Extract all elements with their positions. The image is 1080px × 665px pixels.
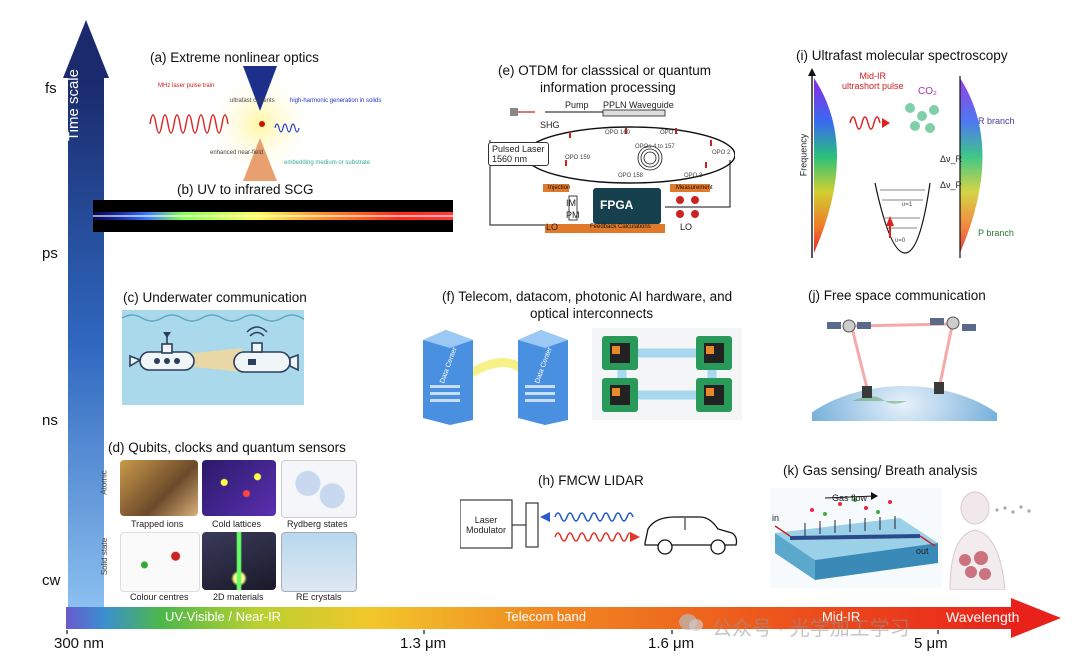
tick-ns: ns <box>42 412 58 429</box>
panel-e-opo-mid: OPOs 4 to 157 <box>635 144 675 150</box>
panel-d-cold-lattices-image <box>202 460 276 516</box>
panel-d-rydberg-image <box>281 460 357 518</box>
panel-d-item-trapped-ions: Trapped ions <box>131 519 184 529</box>
panel-k-title: (k) Gas sensing/ Breath analysis <box>783 463 978 478</box>
panel-d-item-2d-materials: 2D materials <box>213 592 264 602</box>
panel-j-title: (j) Free space communication <box>808 288 986 303</box>
tick-300nm: 300 nm <box>54 635 105 652</box>
panel-e-title-2: information processing <box>540 80 676 95</box>
panel-d-row-atomic: Atomic <box>99 470 109 495</box>
panel-a-label-pulse: MHz laser pulse train <box>158 83 215 89</box>
panel-d-item-cold-lattices: Cold lattices <box>212 519 262 529</box>
panel-f-datacenters <box>418 330 578 425</box>
panel-k-waveguide-sensor <box>770 488 942 588</box>
panel-c-title: (c) Underwater communication <box>123 290 307 305</box>
panel-e-pump: Pump <box>565 100 589 110</box>
panel-e-opo-159: OPO 159 <box>565 155 591 161</box>
x-axis-label: Wavelength <box>946 609 1020 625</box>
panel-i-dv-r: Δν_R <box>940 154 963 164</box>
tick-fs: fs <box>45 80 57 97</box>
panel-e-pm: PM <box>566 210 580 220</box>
panel-i-v1: υ=1 <box>902 202 913 208</box>
panel-i-frequency: Frequency <box>798 133 809 177</box>
panel-i-p-branch: P branch <box>978 228 1014 238</box>
panel-e-im: IM <box>566 198 576 208</box>
panel-e-opo-3: OPO 3 <box>684 173 703 179</box>
tick-5um: 5 μm <box>914 635 948 652</box>
panel-d-2d-materials-image <box>202 532 276 590</box>
panel-a-label-medium: embedding medium or substrate <box>284 160 371 166</box>
panel-e-lo-left: LO <box>546 222 559 232</box>
panel-a-label-hhg: high-harmonic generation in solids <box>290 98 382 104</box>
panel-e-otdm-schematic <box>485 100 736 235</box>
panel-k-in: in <box>772 513 780 523</box>
panel-h-lidar <box>459 495 740 567</box>
watermark-text: 公众号 · 光学加工学习 <box>712 618 910 640</box>
panel-h-title: (h) FMCW LIDAR <box>538 473 644 488</box>
tick-cw: cw <box>42 572 61 589</box>
panel-e-injection: Injection <box>548 185 571 191</box>
panel-a-illustration <box>145 66 345 181</box>
band-uv-visible: UV-Visible / Near-IR <box>165 609 282 624</box>
panel-e-waveguide: PPLN Waveguide <box>603 100 674 110</box>
tick-1-3um: 1.3 μm <box>400 635 447 652</box>
panel-d-colour-centres-image <box>120 532 200 592</box>
panel-e-opo-160: OPO 160 <box>605 130 631 136</box>
panel-j-satellite-scene <box>774 306 1034 566</box>
panel-i-r-branch: R branch <box>978 116 1015 126</box>
panel-i-dv-p: Δν_P <box>940 180 962 190</box>
panel-b-supercontinuum <box>93 200 453 232</box>
panel-k-out: out <box>916 546 929 556</box>
panel-d-trapped-ions-image <box>120 460 198 516</box>
panel-f-title-2: optical interconnects <box>530 306 654 321</box>
panel-a-label-currents: ultrafast currents <box>230 98 275 104</box>
panel-a-label-near-field: enhanced near-field <box>210 150 264 156</box>
panel-e-opo-1: OPO 1 <box>660 130 679 136</box>
panel-k-breath-figure <box>945 490 1045 591</box>
y-axis-label: Time scale <box>65 69 82 141</box>
panel-i-v0: υ=0 <box>895 238 906 244</box>
panel-i-spectroscopy <box>800 68 1030 263</box>
panel-d-item-rydberg: Rydberg states <box>287 519 348 529</box>
time-scale-axis <box>63 20 109 610</box>
panel-d-item-colour-centres: Colour centres <box>130 592 189 602</box>
panel-e-opo-2: OPO 2 <box>712 150 731 156</box>
panel-d-title: (d) Qubits, clocks and quantum sensors <box>108 440 346 455</box>
panel-d-item-re-crystals: RE crystals <box>296 592 342 602</box>
panel-e-lo-right: LO <box>680 222 693 232</box>
tick-1-6um: 1.6 μm <box>648 635 695 652</box>
panel-e-title-1: (e) OTDM for classsical or quantum <box>498 63 712 78</box>
panel-k-gas-flow: Gas flow <box>832 493 868 503</box>
panel-e-laser: Pulsed Laser 1560 nm <box>488 142 549 166</box>
band-mid-ir: Mid-IR <box>822 609 861 624</box>
panel-b-title: (b) UV to infrared SCG <box>177 182 314 197</box>
wavelength-axis <box>66 598 1066 638</box>
tick-ps: ps <box>42 245 58 262</box>
panel-f-title-1: (f) Telecom, datacom, photonic AI hardwa… <box>442 289 733 304</box>
panel-i-title: (i) Ultrafast molecular spectroscopy <box>796 48 1008 63</box>
panel-a-title: (a) Extreme nonlinear optics <box>150 50 319 65</box>
panel-f-photonic-chips <box>592 328 742 420</box>
panel-e-measurement: Measurement <box>676 185 713 191</box>
panel-h-modulator: Laser Modulator <box>466 515 507 535</box>
band-telecom: Telecom band <box>505 609 586 624</box>
watermark-logo-icon <box>678 612 704 634</box>
panel-e-fpga: FPGA <box>600 198 634 212</box>
panel-c-underwater-scene <box>121 310 323 405</box>
panel-d-re-crystals-image <box>281 532 357 592</box>
panel-e-opo-158: OPO 158 <box>618 173 644 179</box>
panel-e-shg: SHG <box>540 120 560 130</box>
panel-i-co2: CO₂ <box>918 86 937 97</box>
panel-d-row-solid: Solid state <box>100 537 110 576</box>
panel-i-pulse: Mid-IR ultrashort pulse <box>842 71 904 91</box>
x-tick-marks <box>0 620 1080 634</box>
panel-e-feedback: Feedback Calculations <box>590 224 651 230</box>
